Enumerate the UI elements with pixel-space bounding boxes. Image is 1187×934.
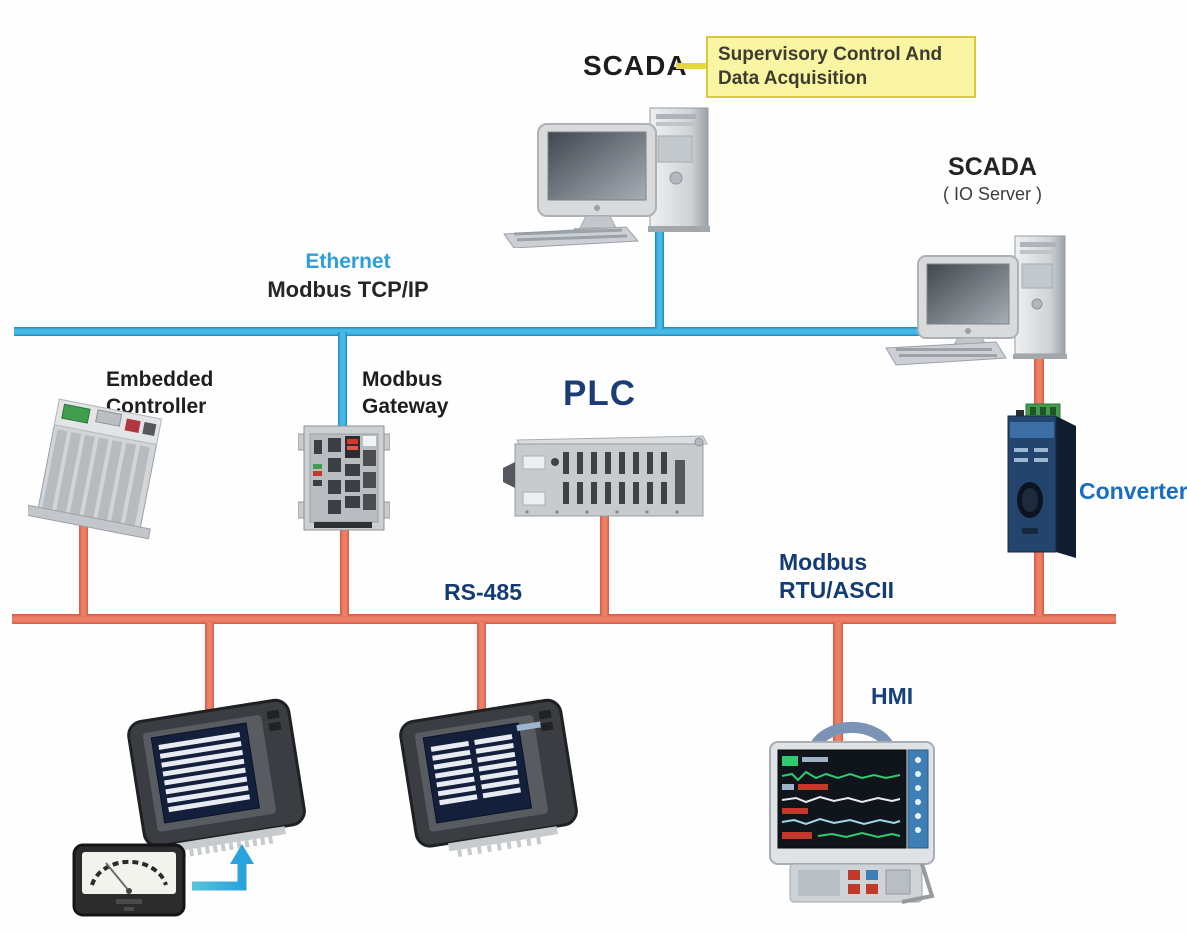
hmi-label: HMI (871, 683, 914, 709)
ethernet-drop-gateway (338, 332, 347, 432)
scada-io-server-label: SCADA ( IO Server ) (915, 153, 1070, 205)
touch-panel-1-icon (127, 698, 306, 858)
serial-drop-touch-panel-2 (477, 622, 486, 712)
callout-connector-line (676, 63, 708, 69)
modbus-gateway-label: Modbus Gateway (362, 368, 449, 418)
serial-drop-gateway (340, 530, 349, 616)
converter-icon (1007, 403, 1076, 558)
ethernet-bus-labels: Ethernet Modbus TCP/IP (248, 250, 448, 303)
serial-drop-embedded-controller (79, 520, 88, 616)
embedded-controller-label: Embedded Controller (106, 368, 214, 418)
converter-label: Converter (1079, 478, 1187, 504)
serial-drop-hmi (833, 622, 843, 776)
ethernet-label: Ethernet (305, 250, 391, 273)
scada-callout-box: Supervisory Control And Data Acquisition (706, 36, 976, 98)
touch-panel-2-icon (399, 698, 578, 857)
ethernet-bus-line (14, 327, 922, 336)
scada-workstation-icon (503, 107, 710, 248)
io-server-workstation-icon (885, 235, 1067, 366)
plc-label: PLC (563, 374, 636, 413)
scada-io-subtitle: ( IO Server ) (942, 184, 1042, 204)
serial-drop-plc (600, 512, 609, 616)
meter-connection-arrow-icon (192, 844, 254, 891)
modbus-gateway-icon (298, 425, 390, 531)
scada-label: SCADA (583, 50, 688, 81)
callout-line-1: Supervisory Control And (718, 44, 943, 65)
hmi-monitor-icon (769, 721, 935, 904)
ethernet-drop-scada-pc (655, 227, 664, 329)
plc-icon (503, 435, 708, 517)
embedded-controller-icon (28, 398, 163, 540)
rs485-label: RS-485 (444, 579, 522, 605)
scada-io-title: SCADA (948, 153, 1037, 181)
rs485-bus-line (12, 614, 1116, 624)
analog-meter-icon (72, 843, 186, 917)
modbus-rtu-ascii-label: Modbus RTU/ASCII (779, 549, 894, 603)
modbus-tcpip-label: Modbus TCP/IP (267, 277, 429, 302)
callout-line-2: Data Acquisition (718, 68, 868, 89)
serial-drop-touch-panel-1 (205, 622, 214, 712)
